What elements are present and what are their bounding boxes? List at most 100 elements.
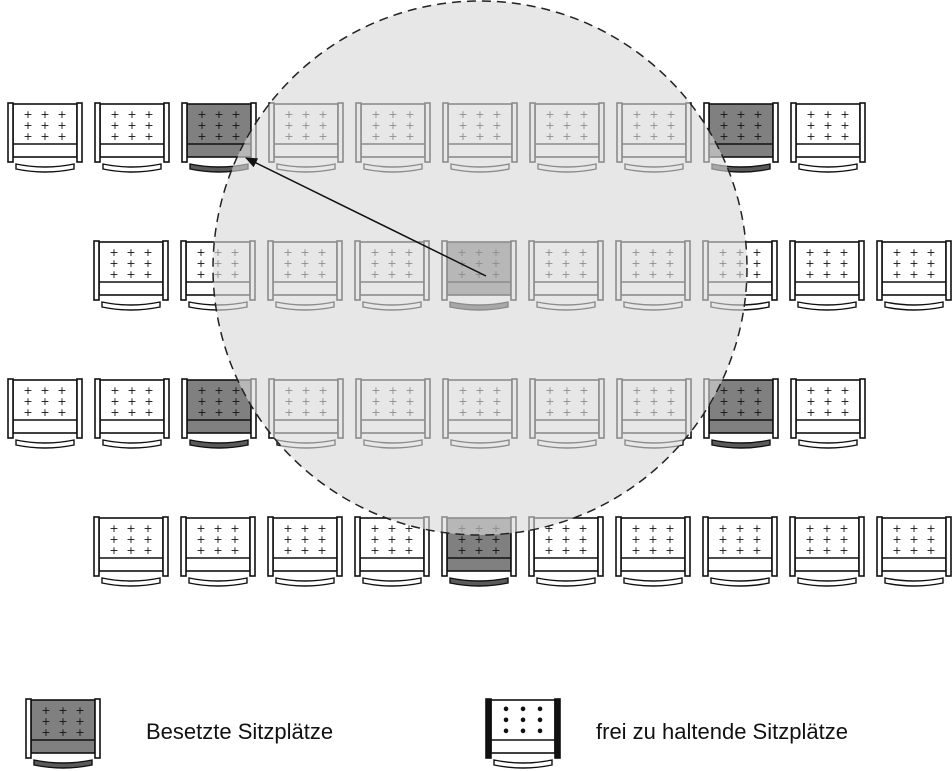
svg-text:+: + <box>822 246 831 259</box>
svg-text:+: + <box>230 544 239 557</box>
svg-text:+: + <box>110 130 119 143</box>
svg-text:+: + <box>839 533 848 546</box>
svg-text:•: • <box>519 714 527 729</box>
svg-text:+: + <box>109 257 118 270</box>
legend-occupied-label: Besetzte Sitzplätze <box>146 719 334 744</box>
svg-text:+: + <box>648 533 657 546</box>
svg-text:+: + <box>197 406 206 419</box>
svg-text:+: + <box>909 533 918 546</box>
free-seat: +++++++++ <box>790 378 866 449</box>
svg-text:+: + <box>823 384 832 397</box>
svg-text:+: + <box>806 119 815 132</box>
svg-text:+: + <box>110 406 119 419</box>
svg-text:+: + <box>370 522 379 535</box>
svg-text:+: + <box>126 544 135 557</box>
svg-text:+: + <box>753 395 762 408</box>
svg-text:+: + <box>805 533 814 546</box>
svg-text:+: + <box>926 522 935 535</box>
distance-arrow <box>245 157 487 277</box>
svg-text:+: + <box>109 246 118 259</box>
svg-text:+: + <box>735 533 744 546</box>
svg-text:+: + <box>544 533 553 546</box>
svg-text:+: + <box>214 119 223 132</box>
svg-text:+: + <box>109 544 118 557</box>
svg-text:+: + <box>283 533 292 546</box>
svg-text:+: + <box>736 119 745 132</box>
svg-text:+: + <box>126 533 135 546</box>
svg-text:+: + <box>840 130 849 143</box>
svg-text:+: + <box>213 533 222 546</box>
svg-text:•: • <box>519 703 527 718</box>
svg-text:+: + <box>840 119 849 132</box>
svg-text:+: + <box>735 544 744 557</box>
svg-text:+: + <box>892 533 901 546</box>
svg-text:+: + <box>40 108 49 121</box>
svg-text:+: + <box>143 544 152 557</box>
svg-text:+: + <box>892 268 901 281</box>
svg-text:+: + <box>231 130 240 143</box>
svg-text:+: + <box>839 246 848 259</box>
svg-text:+: + <box>231 119 240 132</box>
svg-text:+: + <box>719 384 728 397</box>
svg-text:+: + <box>806 395 815 408</box>
svg-text:+: + <box>126 522 135 535</box>
svg-text:+: + <box>370 533 379 546</box>
svg-text:+: + <box>840 384 849 397</box>
svg-text:+: + <box>127 130 136 143</box>
svg-text:+: + <box>665 522 674 535</box>
svg-text:+: + <box>126 257 135 270</box>
svg-text:+: + <box>753 108 762 121</box>
svg-text:+: + <box>840 108 849 121</box>
svg-text:+: + <box>57 395 66 408</box>
svg-text:•: • <box>502 725 510 740</box>
svg-text:+: + <box>300 533 309 546</box>
free-seat: +++++++++ <box>790 102 866 173</box>
svg-text:+: + <box>823 119 832 132</box>
svg-text:+: + <box>230 533 239 546</box>
svg-text:+: + <box>892 544 901 557</box>
free-seat: +++++++++ <box>876 516 952 587</box>
svg-text:+: + <box>491 544 500 557</box>
svg-text:+: + <box>839 544 848 557</box>
free-seat: +++++++++ <box>702 516 778 587</box>
free-seat: +++++++++ <box>876 240 952 311</box>
svg-text:+: + <box>805 246 814 259</box>
free-seat: +++++++++ <box>93 240 169 311</box>
svg-text:+: + <box>231 108 240 121</box>
svg-text:•: • <box>502 703 510 718</box>
free-seat: +++++++++ <box>94 378 170 449</box>
svg-text:+: + <box>544 544 553 557</box>
svg-text:+: + <box>23 384 32 397</box>
svg-text:+: + <box>752 268 761 281</box>
svg-text:+: + <box>23 406 32 419</box>
occupied-seat: +++++++++ <box>703 378 779 449</box>
svg-text:+: + <box>736 130 745 143</box>
svg-text:+: + <box>753 119 762 132</box>
svg-text:+: + <box>41 715 50 728</box>
svg-text:+: + <box>665 533 674 546</box>
svg-text:+: + <box>231 406 240 419</box>
svg-text:+: + <box>317 544 326 557</box>
svg-text:+: + <box>231 395 240 408</box>
svg-text:+: + <box>736 384 745 397</box>
svg-text:+: + <box>719 108 728 121</box>
svg-text:+: + <box>631 522 640 535</box>
svg-text:+: + <box>457 544 466 557</box>
svg-text:+: + <box>840 395 849 408</box>
svg-text:+: + <box>75 726 84 739</box>
svg-text:+: + <box>561 544 570 557</box>
svg-text:+: + <box>823 130 832 143</box>
svg-text:+: + <box>909 246 918 259</box>
svg-text:+: + <box>752 246 761 259</box>
svg-text:+: + <box>143 268 152 281</box>
svg-text:+: + <box>806 406 815 419</box>
free-seat: +++++++++ <box>94 102 170 173</box>
svg-text:+: + <box>144 406 153 419</box>
svg-text:+: + <box>214 406 223 419</box>
svg-text:+: + <box>404 544 413 557</box>
svg-text:+: + <box>57 108 66 121</box>
svg-text:+: + <box>143 246 152 259</box>
svg-text:+: + <box>110 108 119 121</box>
svg-text:+: + <box>41 704 50 717</box>
svg-text:+: + <box>752 533 761 546</box>
